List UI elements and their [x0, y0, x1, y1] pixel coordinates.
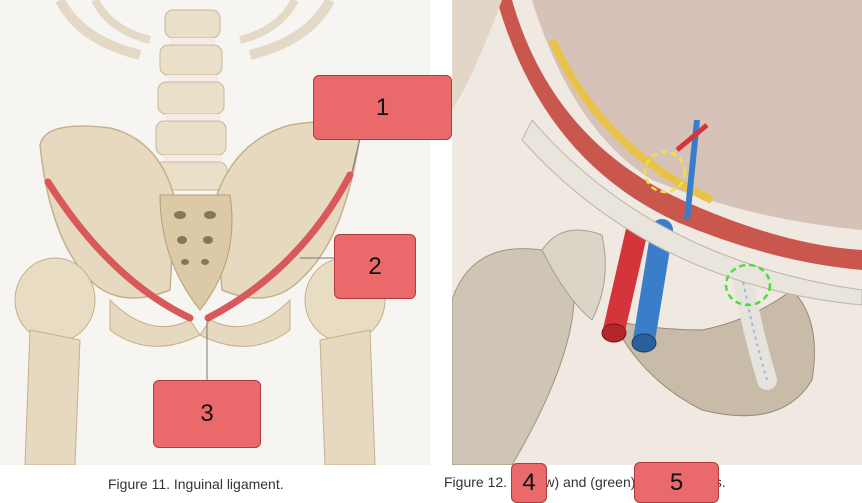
- inguinal-drawing: [452, 0, 862, 465]
- femur-right: [319, 329, 376, 465]
- label-box-5[interactable]: 5: [634, 462, 719, 503]
- femoral-artery-end: [601, 323, 627, 343]
- femoral-vein: [633, 219, 673, 351]
- iliac-edge: [452, 0, 502, 110]
- iliac-wing-right: [214, 120, 361, 299]
- superficial-inguinal-ring: [724, 263, 772, 307]
- rib-right-2: [238, 0, 299, 44]
- femur-head: [452, 248, 575, 465]
- joint-capsule: [541, 229, 606, 321]
- rib-left: [55, 0, 142, 60]
- fat-layer: [548, 38, 714, 204]
- label-box-2[interactable]: 2: [334, 234, 416, 299]
- abdominal-muscle-layers: [497, 0, 862, 270]
- lumbar-spine: [154, 9, 228, 191]
- sacral-foramina: [174, 211, 216, 265]
- inguinal-ligament-band: [521, 119, 862, 306]
- spermatic-cord: [732, 265, 777, 390]
- deep-inguinal-ring: [643, 150, 687, 194]
- epigastric-artery: [675, 123, 709, 152]
- femur-left: [24, 329, 81, 465]
- femoral-artery: [603, 219, 648, 341]
- sacrum: [159, 194, 233, 311]
- label-box-1[interactable]: 1: [313, 75, 452, 140]
- iliac-wing-left: [39, 125, 176, 299]
- pelvis-drawing: [14, 0, 386, 465]
- label-box-4[interactable]: 4: [511, 463, 547, 503]
- inguinal-ligament-right: [204, 171, 354, 322]
- femoral-head-left: [14, 257, 96, 343]
- rib-right: [248, 0, 335, 60]
- inguinal-rings-illustration: [452, 0, 862, 465]
- figure-11-caption: Figure 11. Inguinal ligament.: [108, 476, 284, 492]
- pubis-right: [199, 298, 291, 347]
- pubis-left: [109, 298, 201, 347]
- label-box-3[interactable]: 3: [153, 380, 261, 448]
- rib-left-2: [91, 0, 152, 44]
- femoral-vein-end: [631, 333, 657, 353]
- abdominal-cavity: [532, 0, 862, 230]
- leader-line-1: [351, 137, 361, 173]
- inguinal-ligament-left: [44, 178, 194, 322]
